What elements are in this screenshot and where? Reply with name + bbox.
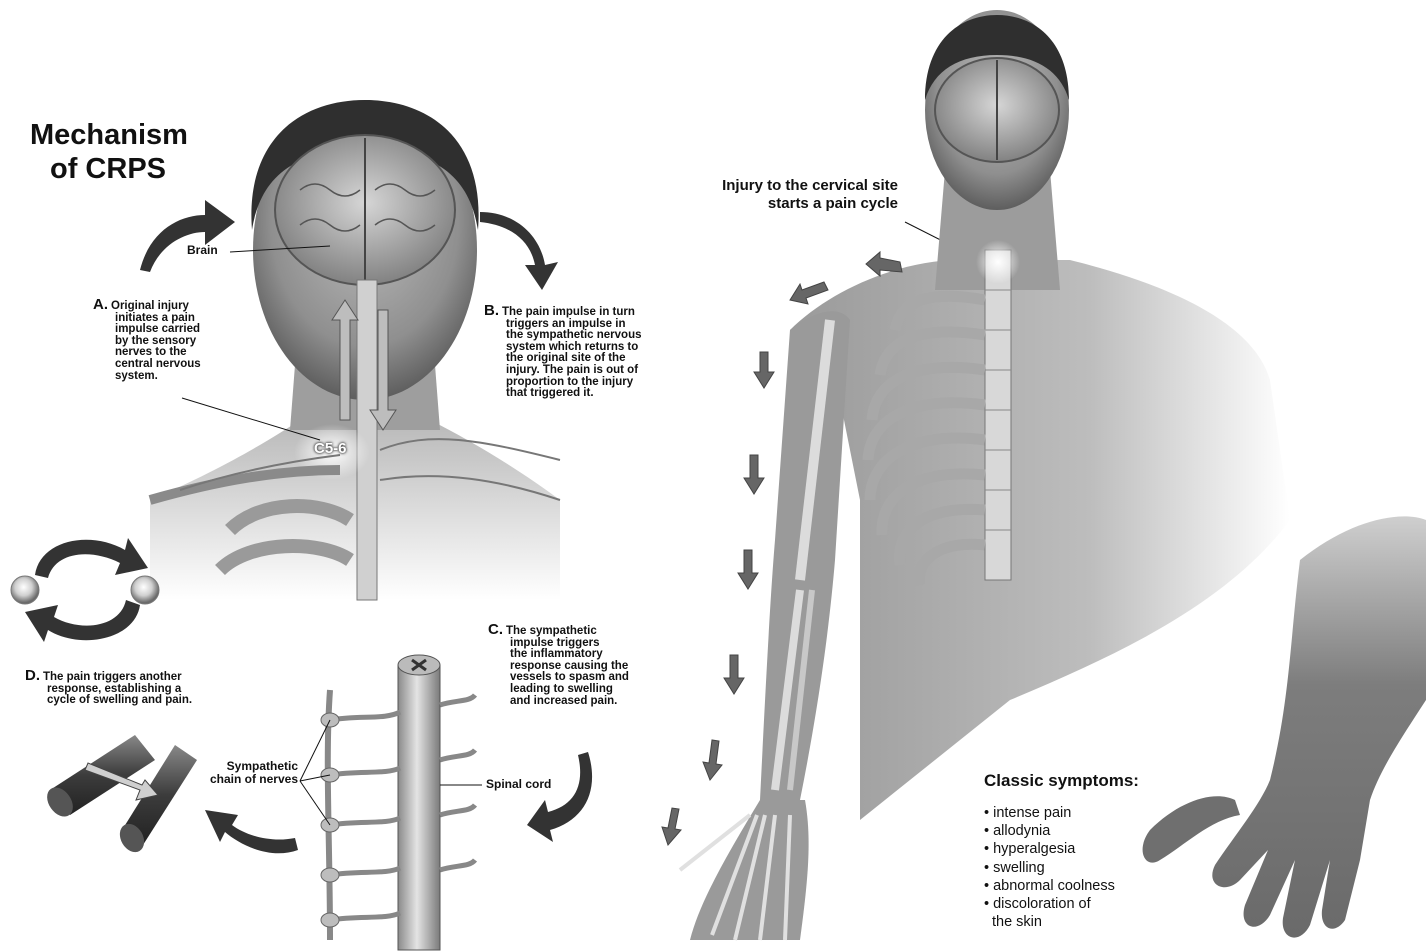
spinal-cord-label: Spinal cord — [486, 778, 551, 791]
step-c-text: C.The sympathetic impulse triggers the i… — [488, 624, 629, 707]
brain-label: Brain — [187, 244, 218, 257]
curved-arrow-left-icon — [140, 200, 235, 272]
step-a-text: A.Original injury initiates a pain impul… — [93, 299, 201, 382]
list-item: discoloration of — [984, 895, 1115, 913]
step-d-text: D.The pain triggers another response, es… — [25, 670, 192, 707]
arrow-to-vessels-icon — [205, 810, 298, 853]
sympathetic-chain-label: Sympathetic chain of nerves — [198, 760, 298, 786]
list-item: hyperalgesia — [984, 840, 1115, 858]
list-item: allodynia — [984, 822, 1115, 840]
list-item: abnormal coolness — [984, 877, 1115, 895]
c5-6-label: C5-6 — [314, 440, 347, 457]
symptoms-title: Classic symptoms: — [984, 771, 1139, 791]
blood-vessels — [42, 735, 197, 856]
page-title: Mechanism of CRPS — [30, 118, 188, 186]
step-b-text: B.The pain impulse in turn triggers an i… — [484, 305, 641, 400]
list-item: swelling — [984, 859, 1115, 877]
arrow-to-spinal-cord-icon — [527, 752, 592, 842]
cervical-injury-label: Injury to the cervical site starts a pai… — [680, 177, 898, 213]
spinal-cord-illustration — [321, 655, 475, 950]
cycle-icon — [11, 538, 159, 642]
list-item: intense pain — [984, 804, 1115, 822]
torso-right-figure — [790, 260, 1290, 820]
symptoms-list: intense pain allodynia hyperalgesia swel… — [984, 804, 1115, 931]
list-item-continuation: the skin — [984, 913, 1115, 931]
curved-arrow-right-icon — [480, 212, 558, 290]
